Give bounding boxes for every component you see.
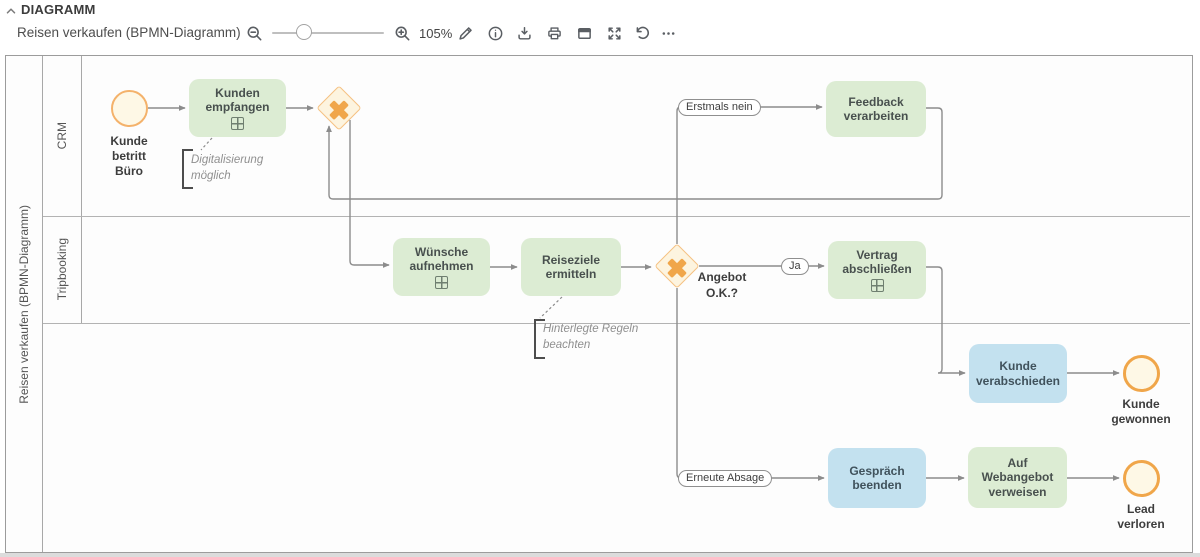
task-wuensche-aufnehmen[interactable]: Wünsche aufnehmen xyxy=(393,238,490,296)
pool-header[interactable]: Reisen verkaufen (BPMN-Diagramm) xyxy=(6,56,43,552)
collapse-chevron-icon[interactable] xyxy=(4,4,18,18)
zoom-slider-handle[interactable] xyxy=(296,24,312,40)
task-feedback-verarbeiten[interactable]: Feedback verarbeiten xyxy=(826,81,926,137)
task-label: Vertrag abschließen xyxy=(842,247,912,276)
start-event[interactable] xyxy=(111,90,148,127)
flow-label-ja[interactable]: Ja xyxy=(781,258,809,275)
task-kunde-verabschieden[interactable]: Kunde verabschieden xyxy=(969,344,1067,403)
print-icon[interactable] xyxy=(546,25,563,42)
subprocess-marker-icon xyxy=(870,279,884,293)
lane-header-crm[interactable]: CRM xyxy=(43,56,82,216)
bpmn-canvas: Reisen verkaufen (BPMN-Diagramm) CRM Tri… xyxy=(5,55,1193,553)
diagram-toolbar-icons: 105% xyxy=(0,20,1200,50)
task-gespraech-beenden[interactable]: Gespräch beenden xyxy=(828,448,926,508)
end-event-lead-verloren[interactable] xyxy=(1123,460,1160,497)
edit-icon[interactable] xyxy=(457,25,474,42)
flow-label-erneute-absage[interactable]: Erneute Absage xyxy=(678,470,773,487)
annotation-text: Digitalisierung möglich xyxy=(191,154,264,182)
zoom-level: 105% xyxy=(419,26,453,41)
task-label: Kunden empfangen xyxy=(205,85,270,114)
task-label: Feedback verarbeiten xyxy=(843,94,909,123)
subprocess-marker-icon xyxy=(435,276,448,290)
subprocess-marker-icon xyxy=(231,117,244,131)
task-vertrag-abschliessen[interactable]: Vertrag abschließen xyxy=(828,241,926,299)
start-event-label: Kunde betritt Büro xyxy=(110,134,148,178)
lane-label-tripbooking: Tripbooking xyxy=(55,238,69,301)
end-event-kunde-gewonnen[interactable] xyxy=(1123,355,1160,392)
task-label: Auf Webangebot verweisen xyxy=(981,455,1054,499)
lane-header-tripbooking[interactable]: Tripbooking xyxy=(43,216,82,323)
pool-label: Reisen verkaufen (BPMN-Diagramm) xyxy=(17,204,31,404)
task-label: Reiseziele ermitteln xyxy=(541,252,601,281)
annotation-bracket xyxy=(534,319,545,359)
download-icon[interactable] xyxy=(516,25,533,42)
section-header: DIAGRAMM xyxy=(0,0,1200,20)
info-icon[interactable] xyxy=(487,25,504,42)
exclusive-gateway-merge[interactable] xyxy=(316,85,362,131)
lane-divider xyxy=(43,323,1190,324)
section-title: DIAGRAMM xyxy=(21,2,96,17)
fullscreen-icon[interactable] xyxy=(606,25,623,42)
task-label: Wünsche aufnehmen xyxy=(409,244,474,273)
task-label: Kunde verabschieden xyxy=(975,359,1061,388)
gateway-label: Angebot O.K.? xyxy=(697,270,747,300)
task-label: Gespräch beenden xyxy=(849,463,905,492)
task-kunden-empfangen[interactable]: Kunden empfangen xyxy=(189,79,286,137)
undo-icon[interactable] xyxy=(634,25,651,42)
end-event-label: Kunde gewonnen xyxy=(1111,397,1171,426)
diagram-title: Reisen verkaufen (BPMN-Diagramm) xyxy=(17,25,241,40)
lane-label-crm: CRM xyxy=(55,122,69,150)
task-reiseziele-ermitteln[interactable]: Reiseziele ermitteln xyxy=(521,238,621,296)
end-event-label: Lead verloren xyxy=(1117,502,1165,531)
more-options-icon[interactable] xyxy=(660,25,677,42)
diagram-toolbar: Reisen verkaufen (BPMN-Diagramm) xyxy=(0,20,1200,50)
window-icon[interactable] xyxy=(576,25,593,42)
zoom-slider-track[interactable] xyxy=(272,32,384,34)
panel-bottom-strip xyxy=(0,553,1200,557)
annotation-text: Hinterlegte Regeln beachten xyxy=(543,323,639,351)
annotation-bracket xyxy=(182,149,193,189)
zoom-out-icon[interactable] xyxy=(246,25,263,42)
task-auf-webangebot-verweisen[interactable]: Auf Webangebot verweisen xyxy=(968,447,1067,508)
zoom-in-icon[interactable] xyxy=(394,25,411,42)
flow-label-erstmals-nein[interactable]: Erstmals nein xyxy=(678,99,761,116)
lane-divider xyxy=(43,216,1190,217)
